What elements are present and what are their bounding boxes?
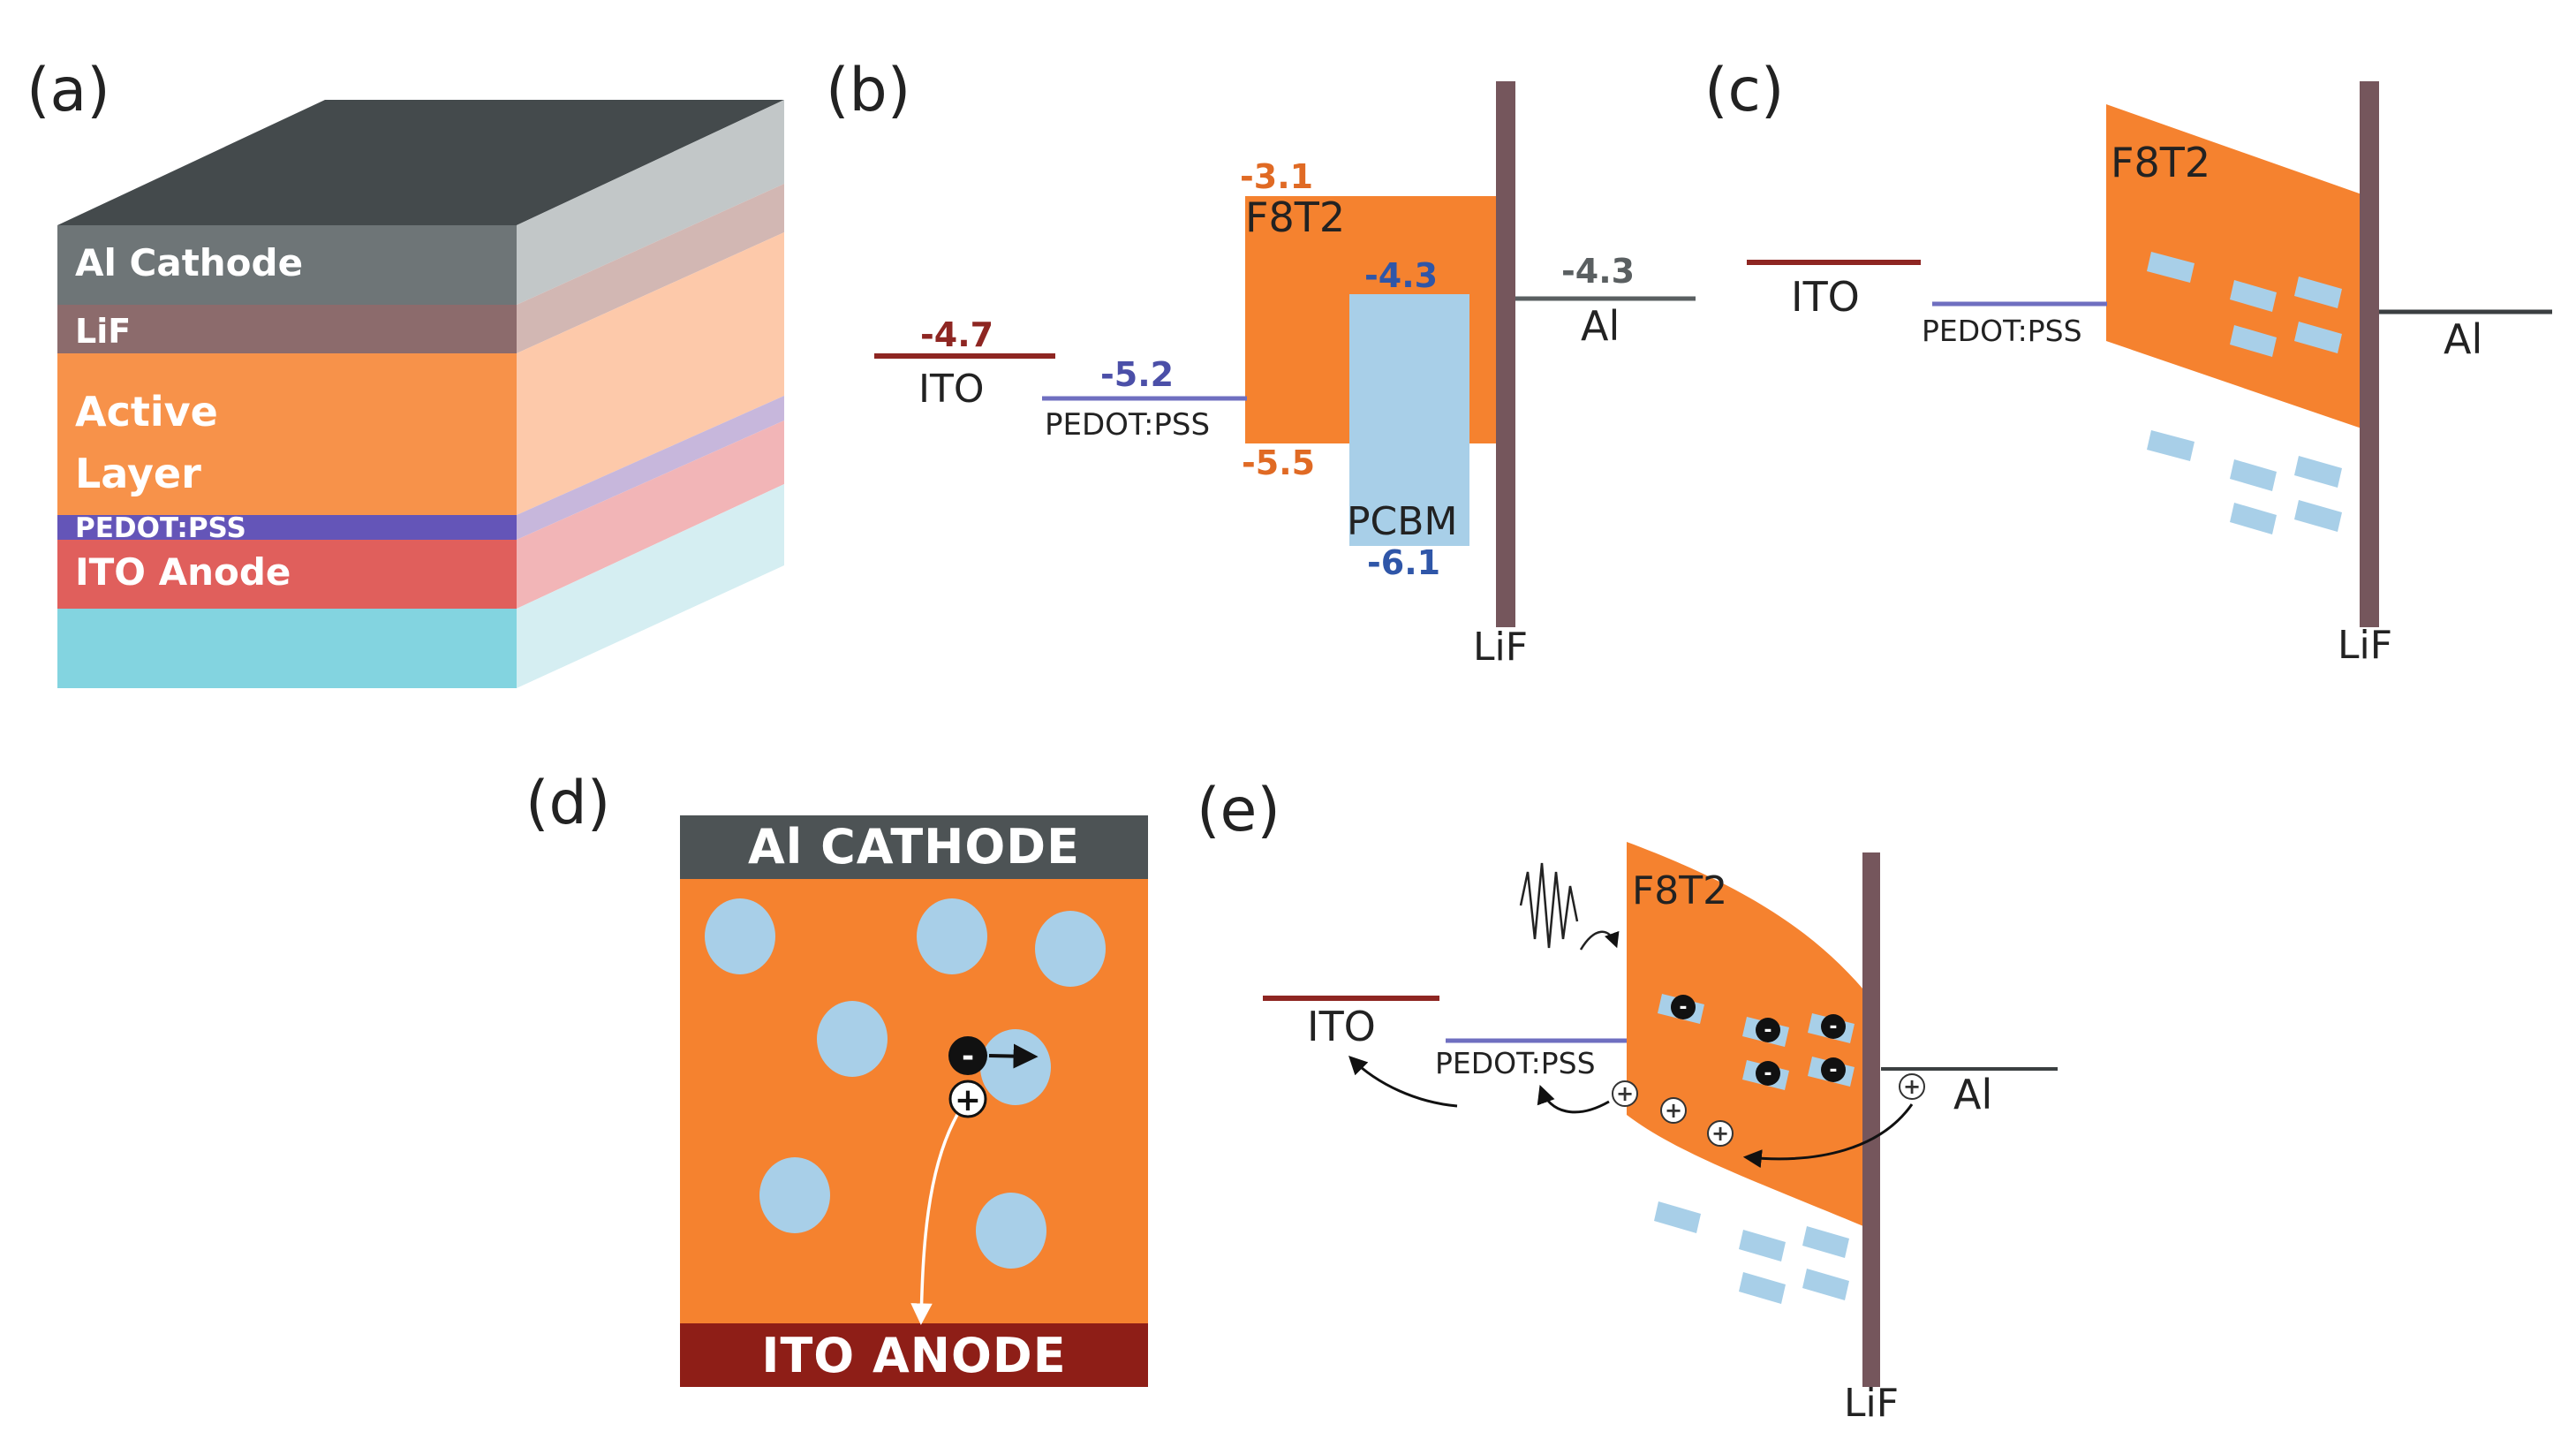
al-label-b: Al (1581, 302, 1620, 350)
pedot-label-c: PEDOT:PSS (1922, 314, 2082, 348)
lif-label-c: LiF (2338, 623, 2392, 668)
hole-d (948, 1080, 987, 1118)
f8t2-label-e: F8T2 (1632, 868, 1727, 913)
svg-text:+: + (1665, 1098, 1682, 1123)
al-label-c: Al (2444, 315, 2482, 363)
al-value: -4.3 (1561, 252, 1635, 291)
electron-symbol-e: - (1829, 1016, 1837, 1038)
panel-d-label: (d) (525, 769, 610, 838)
side-active (517, 232, 784, 515)
svg-text:+: + (1903, 1074, 1921, 1099)
anode-bar (680, 1323, 1148, 1387)
electron-symbol-e: - (1679, 996, 1687, 1019)
hole-to-pedot-arrow (1537, 1085, 1610, 1114)
pcbm-states-c (2147, 252, 2342, 534)
pcbm-label: PCBM (1347, 499, 1457, 544)
cathode-bar (680, 815, 1148, 879)
anode-label: ITO ANODE (761, 1328, 1066, 1383)
f8t2-label-c: F8T2 (2111, 139, 2210, 186)
ito-value: -4.7 (920, 315, 993, 354)
panel-c: (c) F8T2 ITO PEDOT:PSS Al LiF (1704, 56, 2552, 668)
lif-label-b: LiF (1473, 625, 1528, 670)
layer-al-cathode (57, 225, 517, 305)
electron-d (948, 1036, 987, 1075)
hole-from-al-arrow (1742, 1103, 1914, 1169)
panel-a: (a) Al Cathode LiF Active Layer PEDOT:PS… (26, 56, 784, 688)
side-lif (517, 184, 784, 353)
label-lif: LiF (75, 312, 131, 351)
pedot-label-b: PEDOT:PSS (1045, 407, 1210, 443)
photon-arrow (1579, 930, 1620, 951)
side-pedot (517, 396, 784, 540)
svg-text:+: + (1711, 1121, 1729, 1146)
panel-c-label: (c) (1704, 56, 1784, 125)
panel-d: (d) - + Al CATHODE ITO ANODE (525, 769, 1148, 1387)
electron-arrow-d (988, 1043, 1039, 1069)
side-ito (517, 421, 784, 609)
layer-pedot (57, 515, 517, 540)
lif-bar-b (1496, 81, 1515, 627)
f8t2-lumo-value: -3.1 (1240, 157, 1313, 196)
holes-e: + + + + (1612, 1073, 1925, 1147)
cathode-label: Al CATHODE (748, 819, 1080, 875)
ito-label-c: ITO (1791, 273, 1860, 321)
layer-active (57, 353, 517, 515)
f8t2-band-c (2106, 104, 2367, 430)
ito-label-e: ITO (1307, 1003, 1376, 1050)
photon-wave-icon (1519, 862, 1579, 949)
electron-symbol-e: - (1764, 1019, 1771, 1042)
label-pedot: PEDOT:PSS (75, 512, 246, 544)
electron-symbol-e: - (1764, 1063, 1771, 1085)
panel-a-label: (a) (26, 56, 110, 125)
panel-b: (b) -4.7 ITO -5.2 PEDOT:PSS -3.1 F8T2 -5… (826, 56, 1696, 670)
pedot-label-e: PEDOT:PSS (1435, 1046, 1596, 1080)
lif-bar-e (1862, 852, 1880, 1387)
pedot-value: -5.2 (1100, 355, 1174, 394)
stack-top-face (57, 100, 784, 225)
label-ito-anode: ITO Anode (75, 550, 291, 594)
hole-symbol-d: + (955, 1082, 981, 1118)
f8t2-label-b: F8T2 (1245, 193, 1345, 241)
lif-bar-c (2360, 81, 2379, 627)
electron-symbol-e: - (1829, 1059, 1837, 1081)
hole-to-ito-arrow (1348, 1056, 1458, 1108)
panel-e-label: (e) (1197, 776, 1280, 845)
pcbm-lumo-value: -4.3 (1364, 256, 1438, 295)
lif-label-e: LiF (1844, 1381, 1899, 1426)
hole-symbol-e: + (1616, 1081, 1634, 1106)
panel-e: (e) - - - - - (1197, 776, 2058, 1426)
label-layer: Layer (75, 450, 201, 497)
al-label-e: Al (1953, 1071, 1992, 1118)
side-al (517, 100, 784, 305)
layer-glass (57, 609, 517, 688)
label-al-cathode: Al Cathode (75, 241, 303, 284)
layer-lif (57, 305, 517, 353)
layer-ito (57, 540, 517, 609)
label-active: Active (75, 388, 218, 436)
hole-arrow-d (910, 1108, 963, 1325)
trapped-electrons-e: - - - - - (1671, 995, 1846, 1086)
panel-b-label: (b) (826, 56, 910, 125)
ito-label-b: ITO (918, 367, 985, 412)
pcbm-band (1349, 294, 1469, 546)
electron-symbol-d: - (962, 1039, 974, 1074)
pcbm-homo-value: -6.1 (1367, 543, 1440, 582)
f8t2-homo-value: -5.5 (1242, 443, 1315, 482)
pcbm-domains-d (705, 898, 1106, 1269)
side-glass (517, 484, 784, 688)
